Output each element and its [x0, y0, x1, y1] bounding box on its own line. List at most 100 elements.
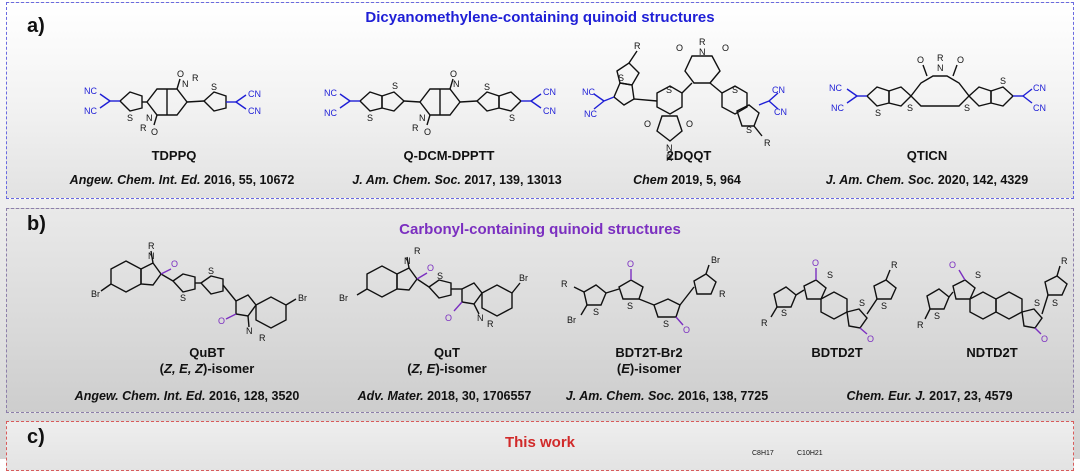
atom-r: R: [764, 138, 771, 148]
atom-r: R: [634, 41, 641, 51]
reference-qubt: Angew. Chem. Int. Ed. 2016, 128, 3520: [74, 389, 300, 403]
atom-s: S: [509, 113, 515, 123]
atom-r: R: [719, 289, 726, 299]
atom-o: O: [627, 259, 634, 269]
reference-tdppq: Angew. Chem. Int. Ed. 2016, 55, 10672: [69, 173, 295, 187]
atom-cn: CN: [248, 106, 261, 116]
structure-bdtd2t: R O O S S S S R: [761, 258, 898, 344]
isomer-bdt2t-br2: (E)-isomer: [616, 361, 682, 376]
reference-2dqqt: Chem 2019, 5, 964: [633, 173, 741, 187]
structure-q-dcm-dpptt: NC NC CN CN S S S S O O N N R: [324, 69, 556, 137]
atom-br: Br: [567, 315, 576, 325]
structure-qticn: NC NC CN CN N R O O S S S S: [829, 53, 1046, 118]
panel-b: b) Carbonyl-containing quinoid structure…: [6, 208, 1074, 413]
atom-r: R: [699, 37, 706, 47]
structure-qubt: Br Br O O N R N R S S: [91, 241, 307, 343]
atom-cn: CN: [543, 87, 556, 97]
atom-o: O: [812, 258, 819, 268]
atom-s: S: [208, 266, 214, 276]
atom-n: N: [453, 79, 460, 89]
atom-s: S: [627, 301, 633, 311]
reference-bdt2t-br2: J. Am. Chem. Soc. 2016, 138, 7725: [565, 389, 769, 403]
atom-o: O: [676, 43, 683, 53]
reference-qticn: J. Am. Chem. Soc. 2020, 142, 4329: [825, 173, 1029, 187]
isomer-qut: (Z, E)-isomer: [407, 361, 487, 376]
atom-br: Br: [339, 293, 348, 303]
atom-nc: NC: [582, 87, 595, 97]
atom-r: R: [192, 73, 199, 83]
atom-cn: CN: [1033, 103, 1046, 113]
atom-s: S: [593, 307, 599, 317]
isomer-qubt: (Z, E, Z)-isomer: [159, 361, 255, 376]
atom-s: S: [180, 293, 186, 303]
atom-s: S: [127, 113, 133, 123]
atom-n: N: [477, 313, 484, 323]
alkyl-label-2: C10H21: [797, 450, 823, 457]
atom-s: S: [781, 308, 787, 318]
atom-r: R: [414, 246, 421, 256]
atom-o: O: [722, 43, 729, 53]
atom-s: S: [975, 270, 981, 280]
atom-o: O: [949, 260, 956, 270]
compound-name-qubt: QuBT: [189, 345, 225, 360]
reference-bdtd2t-ndtd2t: Chem. Eur. J. 2017, 23, 4579: [846, 389, 1013, 403]
atom-o: O: [445, 313, 452, 323]
atom-r: R: [761, 318, 768, 328]
atom-s: S: [875, 108, 881, 118]
atom-o: O: [218, 316, 225, 326]
panel-c-title: This work: [504, 434, 575, 451]
atom-r: R: [148, 241, 155, 251]
atom-s: S: [746, 125, 752, 135]
atom-br: Br: [519, 273, 528, 283]
atom-o: O: [450, 69, 457, 79]
atom-r: R: [917, 320, 924, 330]
atom-nc: NC: [84, 86, 97, 96]
panel-c-letter: c): [27, 426, 45, 448]
atom-o: O: [1041, 334, 1048, 344]
alkyl-label-1: C8H17: [752, 450, 774, 457]
atom-s: S: [881, 301, 887, 311]
structure-2dqqt: NC NC CN CN R R N O O S S S S O O N R R: [582, 37, 787, 163]
atom-cn: CN: [543, 106, 556, 116]
atom-s: S: [964, 103, 970, 113]
structure-bdt2t-br2: R Br O O S S S Br R: [561, 255, 726, 335]
atom-n: N: [146, 113, 153, 123]
atom-r: R: [937, 53, 944, 63]
atom-br: Br: [711, 255, 720, 265]
atom-cn: CN: [774, 107, 787, 117]
atom-n: N: [937, 63, 944, 73]
atom-r: R: [666, 153, 673, 163]
reference-qut: Adv. Mater. 2018, 30, 1706557: [357, 389, 532, 403]
atom-n: N: [699, 47, 706, 57]
atom-nc: NC: [584, 109, 597, 119]
atom-n: N: [246, 326, 253, 336]
atom-o: O: [177, 69, 184, 79]
atom-s: S: [907, 103, 913, 113]
atom-s: S: [732, 85, 738, 95]
atom-r: R: [1061, 256, 1068, 266]
atom-s: S: [1034, 298, 1040, 308]
compound-name-2dqqt: 2DQQT: [666, 148, 712, 163]
structure-qut: Br Br O O N R N R S: [339, 246, 528, 329]
atom-s: S: [484, 82, 490, 92]
atom-nc: NC: [84, 106, 97, 116]
atom-nc: NC: [324, 88, 337, 98]
atom-nc: NC: [829, 83, 842, 93]
atom-s: S: [1000, 76, 1006, 86]
compound-name-tdppq: TDPPQ: [151, 148, 197, 163]
atom-o: O: [424, 127, 431, 137]
atom-o: O: [683, 325, 690, 335]
atom-o: O: [171, 259, 178, 269]
atom-br: Br: [91, 289, 100, 299]
structure-ndtd2t: R O O S S S S R: [917, 256, 1068, 344]
compound-name-qticn: QTICN: [906, 148, 948, 163]
atom-s: S: [666, 85, 672, 95]
panel-c: c) This work C8H17 C10H21: [6, 421, 1074, 471]
atom-s: S: [618, 73, 624, 83]
atom-s: S: [827, 270, 833, 280]
atom-o: O: [644, 119, 651, 129]
atom-cn: CN: [1033, 83, 1046, 93]
atom-r: R: [412, 123, 419, 133]
compound-name-bdtd2t: BDTD2T: [811, 345, 863, 360]
atom-n: N: [419, 113, 426, 123]
